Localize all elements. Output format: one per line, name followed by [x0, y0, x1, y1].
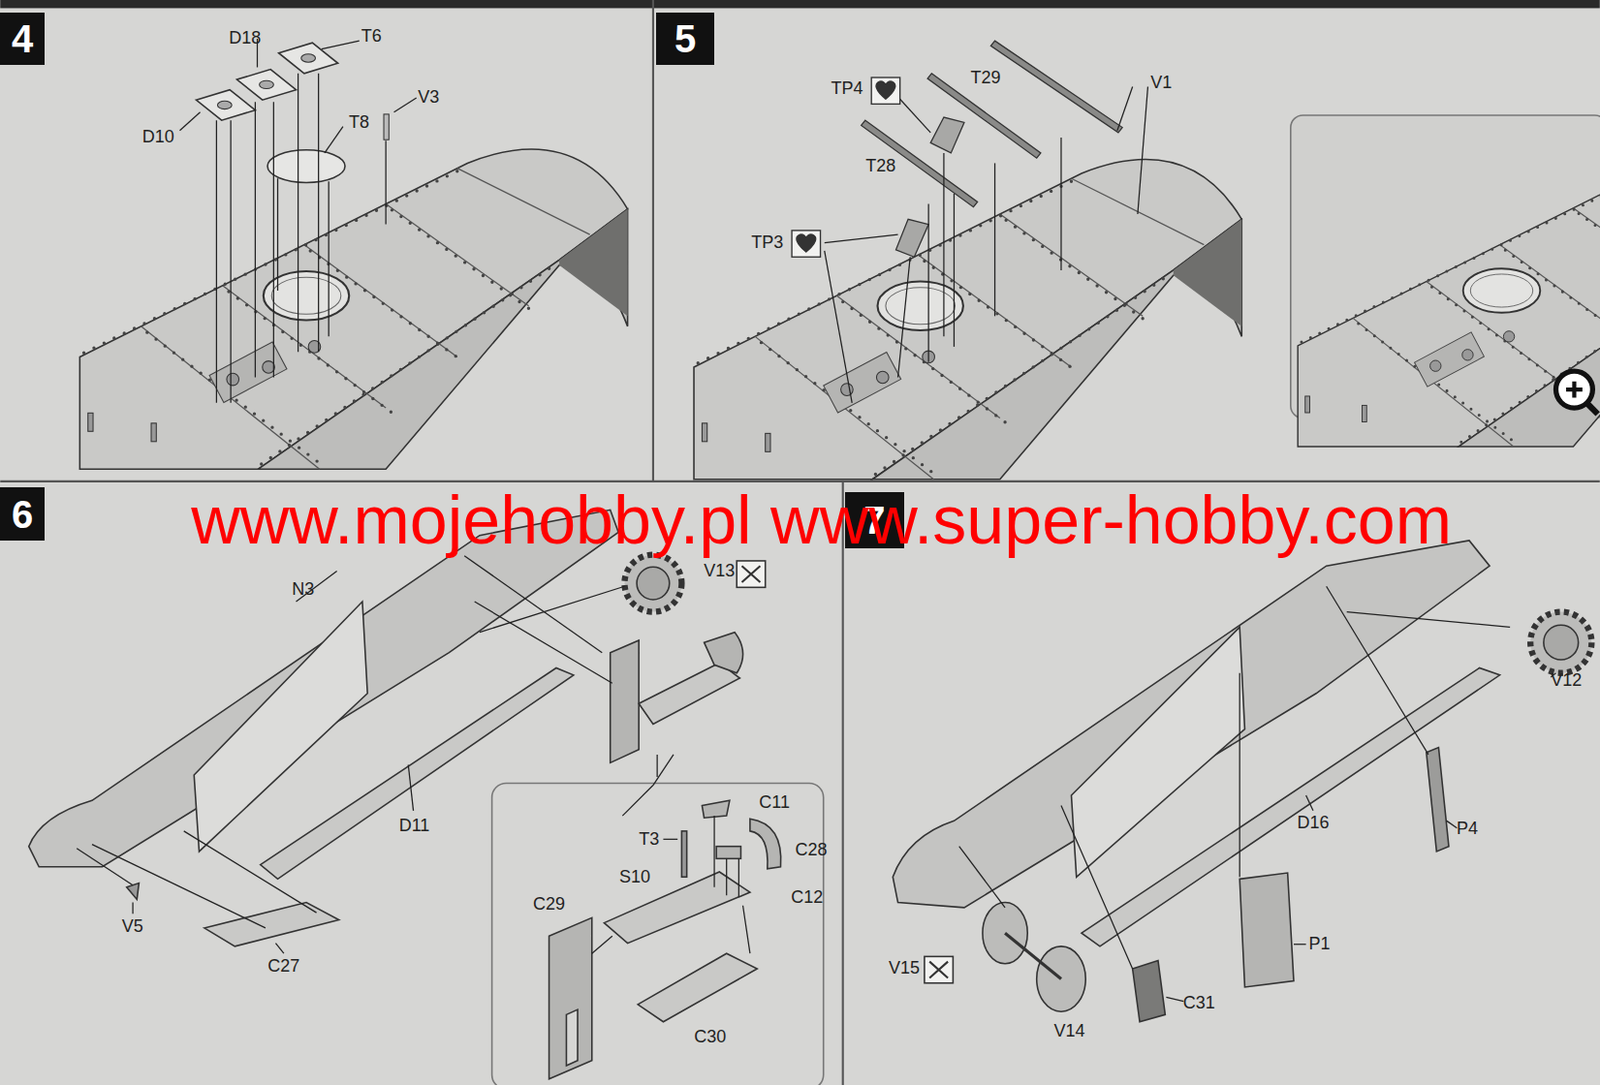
part-label: V12 — [1550, 671, 1582, 691]
part-label: T29 — [971, 68, 1002, 89]
part-label: C29 — [533, 895, 565, 915]
part-label: V14 — [1053, 1022, 1085, 1042]
part-label: D16 — [1297, 814, 1330, 834]
part-label: D10 — [142, 127, 175, 148]
part-label: C31 — [1183, 994, 1216, 1014]
part-label: TP3 — [751, 233, 784, 253]
part-label: N3 — [291, 580, 314, 600]
step-number-box: 4 — [0, 12, 45, 66]
part-label: C11 — [758, 793, 790, 814]
step-number-box: 5 — [656, 12, 715, 66]
step-number: 6 — [11, 495, 33, 534]
part-label: C30 — [693, 1028, 726, 1048]
part-label: S10 — [619, 868, 651, 888]
step-number: 4 — [11, 19, 33, 59]
part-label: P1 — [1308, 935, 1330, 955]
part-label: T28 — [865, 156, 896, 177]
part-label: TP4 — [830, 79, 863, 99]
part-label: P4 — [1456, 819, 1478, 840]
part-label: V3 — [417, 88, 440, 108]
part-label: V1 — [1150, 73, 1172, 94]
part-label: V15 — [888, 959, 920, 979]
part-label: C12 — [790, 888, 823, 909]
step-number-box: 6 — [0, 487, 45, 541]
part-label: T6 — [361, 27, 382, 47]
part-label: T3 — [638, 830, 659, 850]
part-label: T8 — [348, 113, 370, 133]
part-label: D18 — [228, 29, 261, 49]
part-label: C27 — [267, 957, 300, 977]
watermark: www.mojehobby.pl www.super-hobby.com — [190, 482, 1452, 558]
step-number: 5 — [674, 19, 696, 59]
part-label: D11 — [399, 816, 431, 837]
part-label: C28 — [795, 841, 828, 861]
part-label: V13 — [703, 562, 735, 582]
part-label: V5 — [122, 917, 144, 938]
